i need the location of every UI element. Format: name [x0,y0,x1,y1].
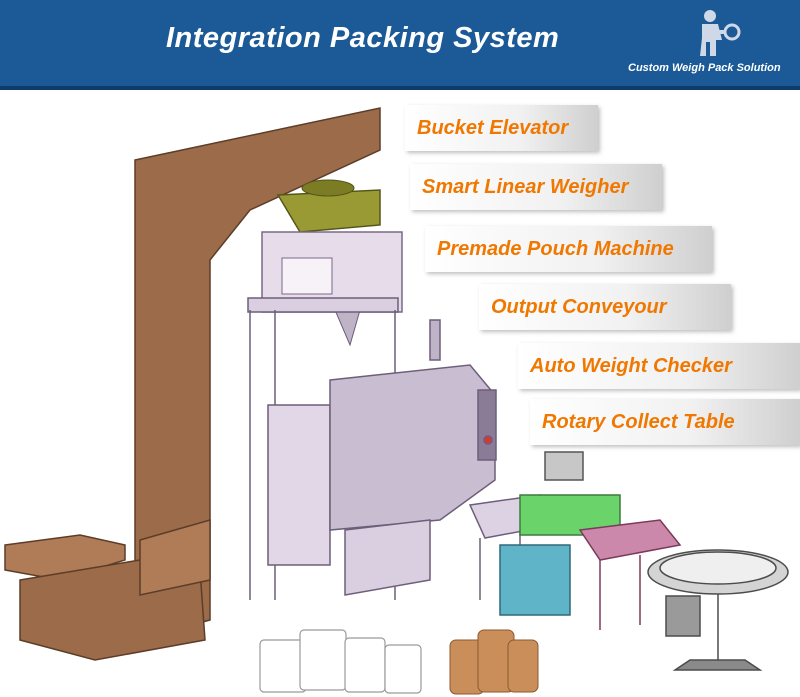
packing-line-illustration [4,107,789,695]
label-text: Bucket Elevator [417,117,569,139]
empty-pouches [259,629,422,694]
header-banner: Integration Packing System Custom Weigh … [0,0,800,90]
bucket-elevator [4,107,381,661]
label-rotary-collect-table: Rotary Collect Table [530,399,800,445]
page-title: Integration Packing System [166,22,560,54]
worker-with-key-logo-icon [700,10,741,56]
filled-pouches [449,629,539,695]
label-text: Smart Linear Weigher [422,176,629,198]
brand-tagline: Custom Weigh Pack Solution [628,62,781,74]
label-output-conveyour: Output Conveyour [479,284,731,330]
label-text: Auto Weight Checker [530,355,732,377]
premade-pouch-machine [247,297,497,600]
auto-weight-checker [499,451,682,630]
label-smart-linear-weigher: Smart Linear Weigher [410,164,662,210]
label-text: Rotary Collect Table [542,411,735,433]
rotary-collect-table [647,549,789,671]
label-bucket-elevator: Bucket Elevator [405,105,598,151]
label-premade-pouch-machine: Premade Pouch Machine [425,226,712,272]
label-auto-weight-checker: Auto Weight Checker [518,343,800,389]
label-text: Output Conveyour [491,296,667,318]
linear-weigher [261,179,403,347]
label-text: Premade Pouch Machine [437,238,674,260]
